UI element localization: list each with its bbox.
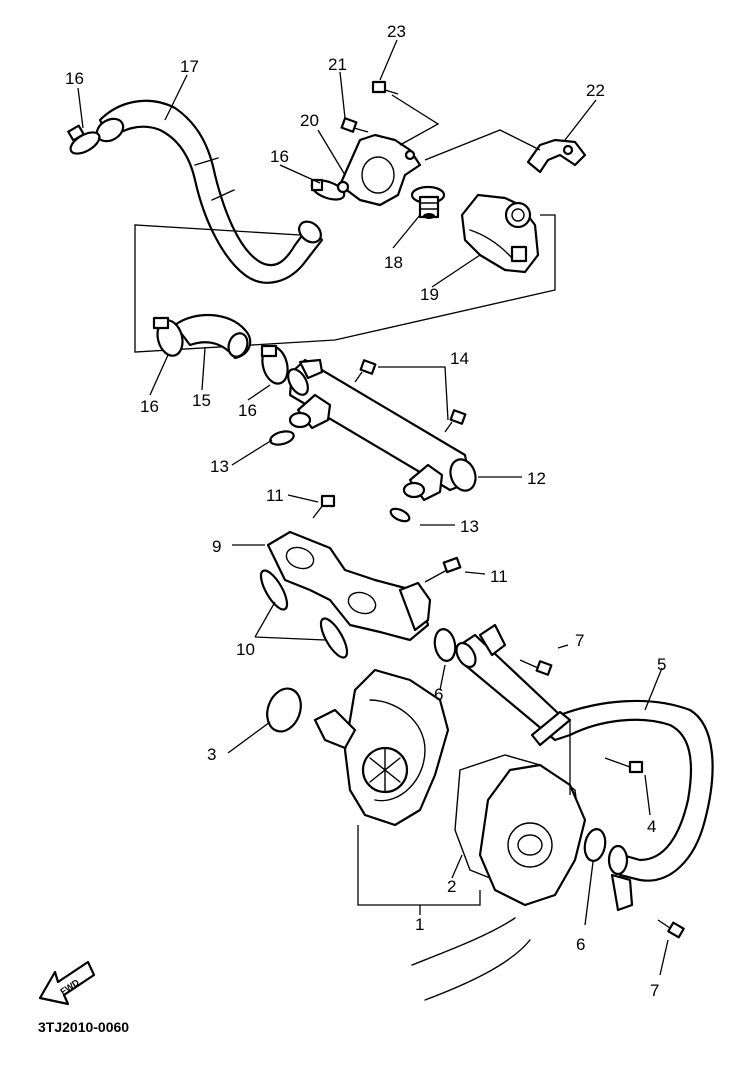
joint-8 <box>266 530 430 642</box>
o-ring-13-b <box>389 507 411 523</box>
callout-2: 2 <box>447 877 456 896</box>
callout-7: 7 <box>575 631 584 650</box>
callout-20: 20 <box>300 111 319 130</box>
thermostat-cover-20 <box>338 133 422 207</box>
clamp-16-top-mid <box>310 178 346 201</box>
callout-4: 4 <box>647 817 656 836</box>
bolt-14-a <box>354 359 377 383</box>
callout-1: 1 <box>415 915 424 934</box>
callout-22: 22 <box>586 81 605 100</box>
callout-6: 6 <box>576 935 585 954</box>
bracket-22 <box>526 138 587 174</box>
callout-14: 14 <box>450 349 469 368</box>
bolt-10 <box>424 556 462 583</box>
clamp-16-top-left <box>67 124 101 155</box>
callout-16: 16 <box>140 397 159 416</box>
callout-10: 11 <box>490 567 508 586</box>
callout-13: 13 <box>210 457 229 476</box>
callout-labels: 16 17 23 21 20 22 16 18 19 16 15 16 14 1… <box>65 22 666 1000</box>
callout-17: 17 <box>180 57 199 76</box>
callout-19: 19 <box>420 285 439 304</box>
callout-23: 23 <box>387 22 406 41</box>
callout-5: 5 <box>657 655 666 674</box>
bolt-7-lower <box>657 919 685 939</box>
callout-16: 16 <box>65 69 84 88</box>
o-ring-9-b <box>319 617 349 659</box>
bolt-14-b <box>444 409 467 433</box>
bolt-21 <box>340 117 369 133</box>
hose-17 <box>98 99 324 284</box>
o-ring-9-a <box>259 569 289 611</box>
drawing-code: 3TJ2010-0060 <box>38 1019 129 1035</box>
o-ring-3 <box>266 687 302 733</box>
pipe-group <box>152 313 477 523</box>
clamp-16-mid-left <box>152 316 184 357</box>
callout-7: 7 <box>650 981 659 1000</box>
o-ring-6-upper <box>433 628 457 662</box>
callout-18: 18 <box>384 253 403 272</box>
thermostat-18 <box>410 185 446 219</box>
top-hose-group <box>67 80 587 353</box>
fwd-arrow: FWD <box>38 960 96 1006</box>
bolt-7-upper <box>519 659 553 676</box>
callout-12: 12 <box>527 469 546 488</box>
callout-8: 9 <box>212 537 221 556</box>
water-pump-1 <box>343 668 450 827</box>
bolt-23 <box>371 80 399 95</box>
leader-lines <box>77 39 669 976</box>
callout-13: 13 <box>460 517 479 536</box>
callout-16: 16 <box>238 401 257 420</box>
pipe-5 <box>458 633 714 882</box>
callout-11: 11 <box>266 486 284 505</box>
callout-9: 10 <box>236 640 255 659</box>
callout-16: 16 <box>270 147 289 166</box>
o-ring-13-a <box>269 430 295 446</box>
callout-15: 15 <box>192 391 211 410</box>
bolt-4 <box>604 757 644 774</box>
callout-21: 21 <box>328 55 347 74</box>
pump-group <box>259 530 714 1001</box>
callout-6: 6 <box>434 685 443 704</box>
callout-3: 3 <box>207 745 216 764</box>
clamp-16-mid-right <box>260 344 289 385</box>
bolt-11 <box>312 494 336 519</box>
o-ring-6-lower <box>583 828 607 862</box>
